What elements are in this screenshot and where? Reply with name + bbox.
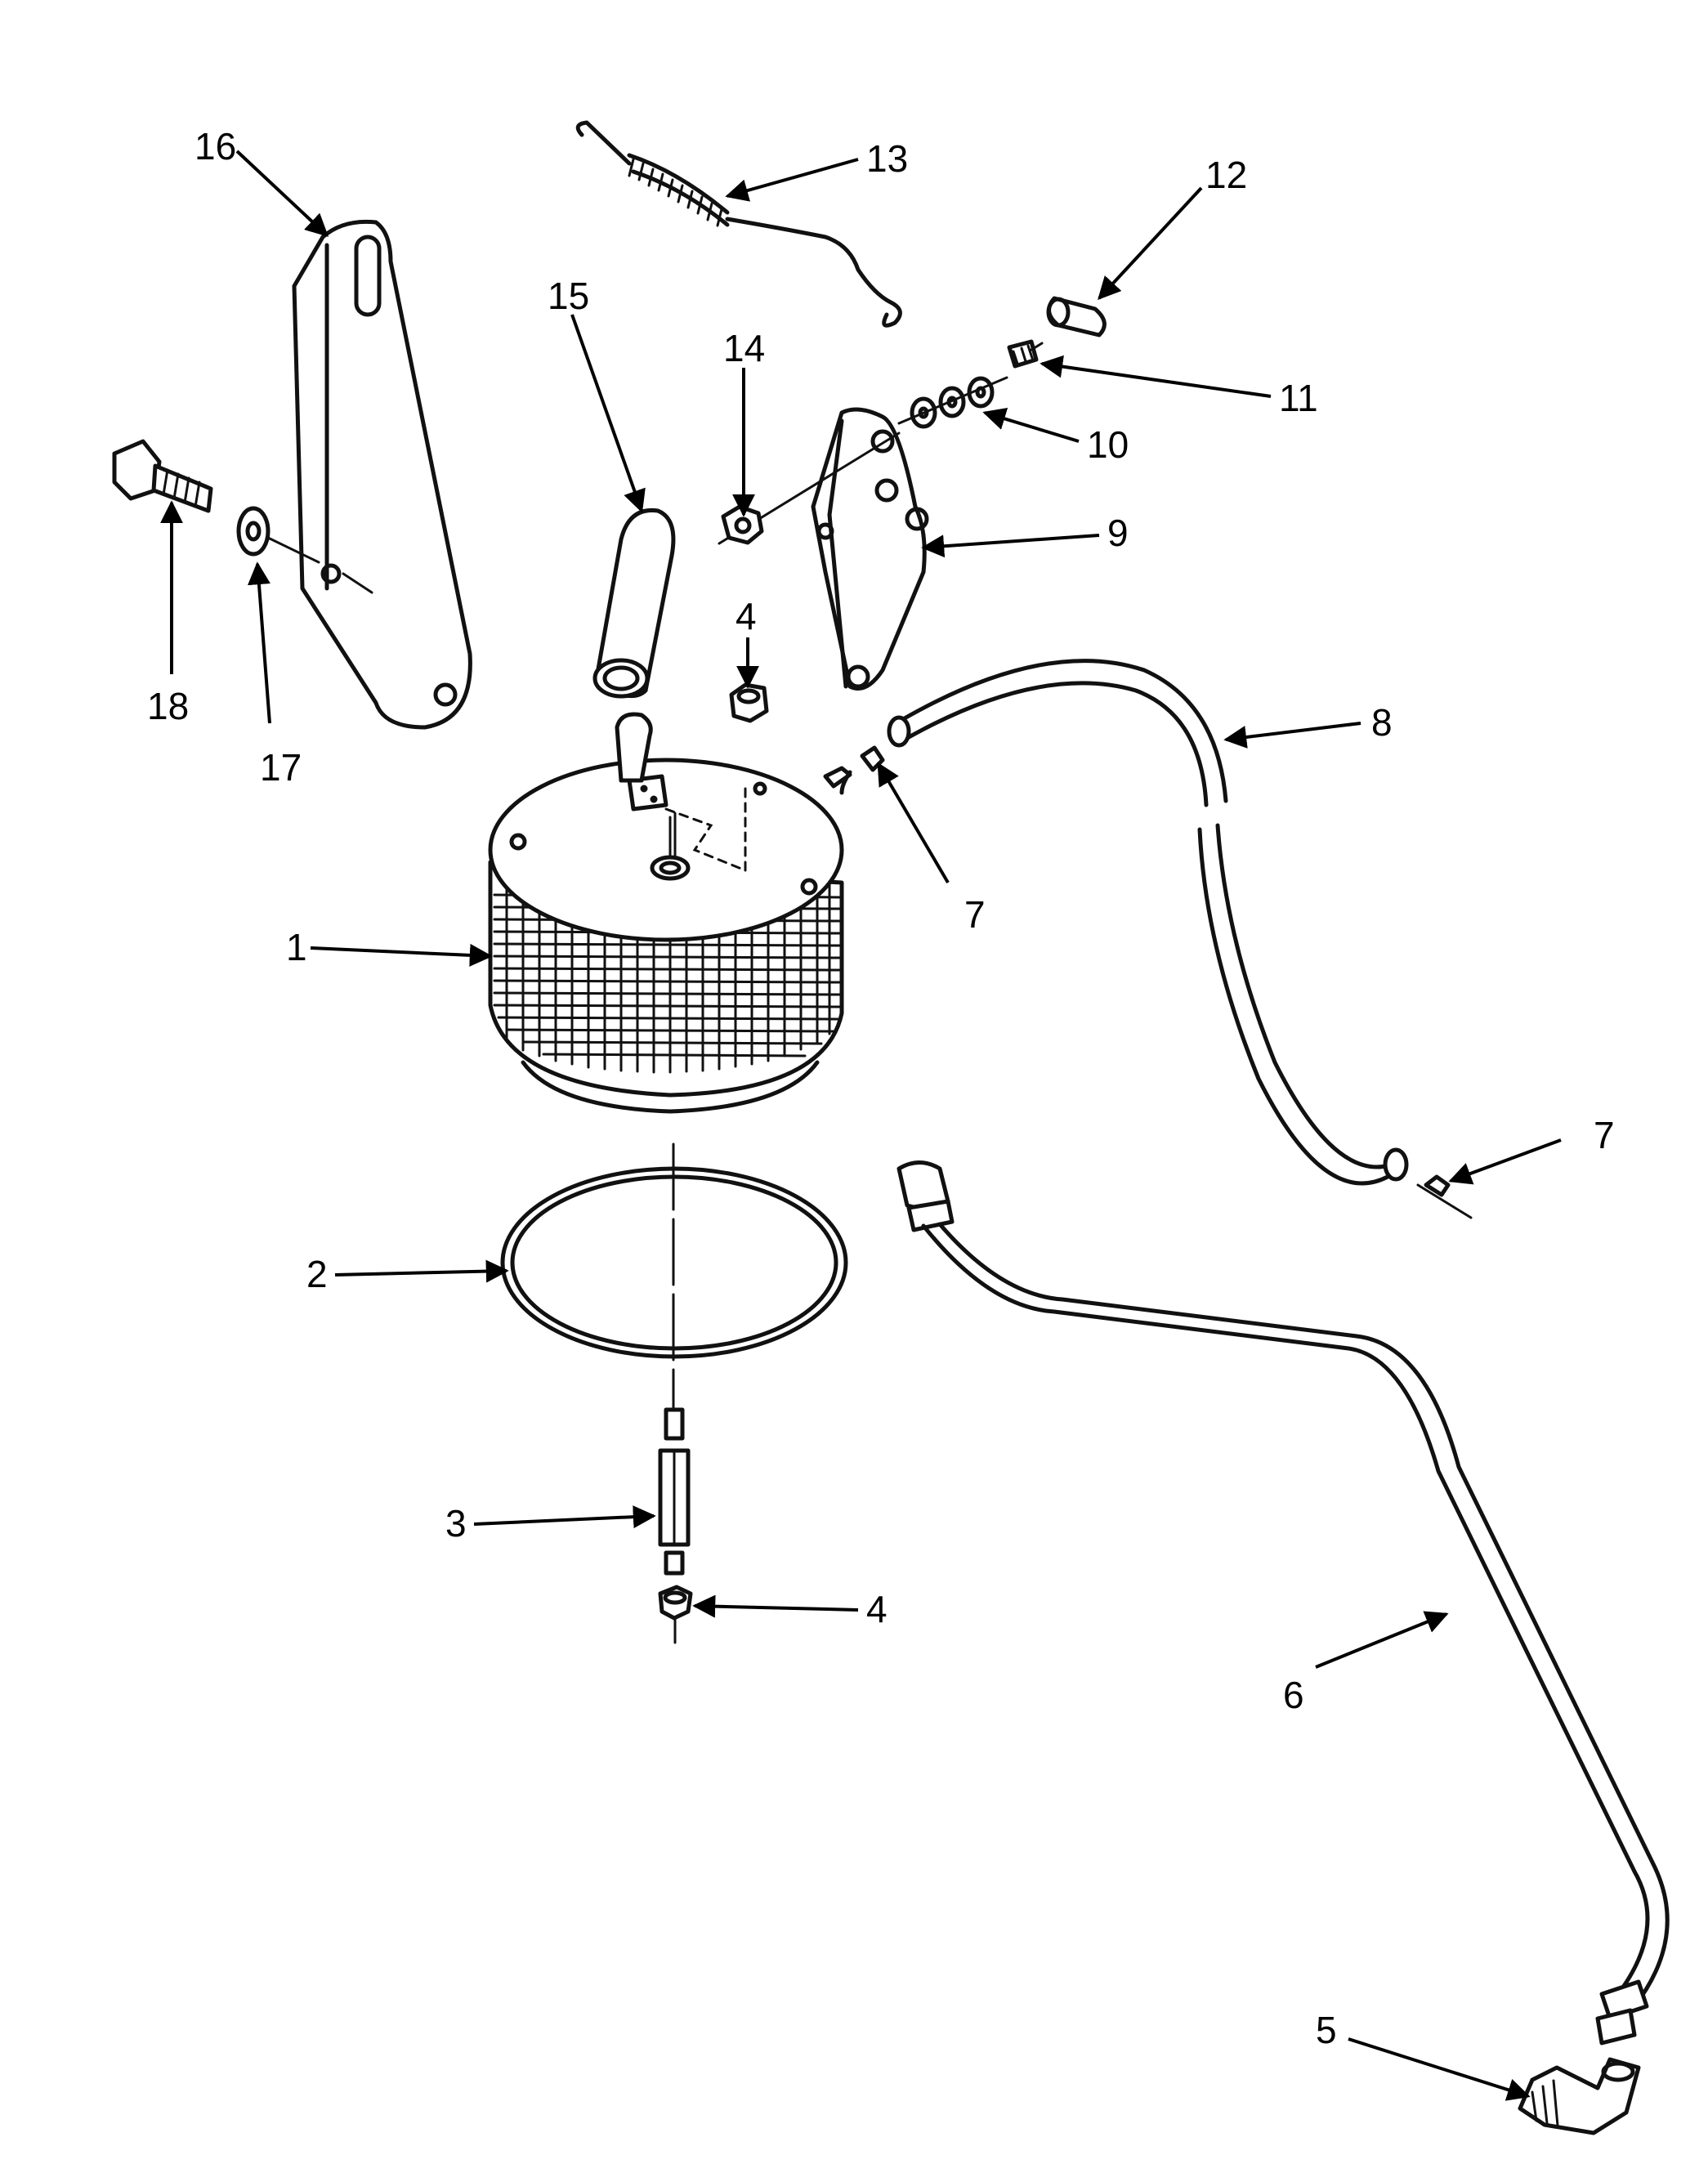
callout-16: 16 — [194, 125, 236, 168]
bolt-part — [112, 439, 213, 513]
callout-2: 2 — [306, 1253, 328, 1295]
bottom-nut-part — [658, 1585, 693, 1644]
filter-canister-part — [488, 712, 852, 1114]
callout-13: 13 — [866, 137, 908, 180]
oil-tube-part — [896, 1160, 1670, 2046]
callout-4-bottom: 4 — [866, 1588, 888, 1630]
callout-18: 18 — [147, 685, 189, 727]
washers-part — [897, 376, 1008, 429]
callout-4-top: 4 — [736, 595, 757, 637]
callout-7-upper: 7 — [964, 893, 986, 936]
callout-1: 1 — [286, 926, 307, 968]
callout-5: 5 — [1316, 2009, 1337, 2051]
drain-hose-part — [887, 659, 1409, 1186]
clevis-part — [1046, 296, 1107, 338]
leader-lines — [160, 150, 1562, 2101]
lower-clip-part — [1416, 1174, 1473, 1219]
washer-part — [236, 506, 320, 564]
callout-10: 10 — [1087, 423, 1129, 466]
top-nut-part — [729, 682, 769, 723]
hose-part — [592, 507, 676, 699]
callout-17: 17 — [260, 746, 302, 789]
bracket-part — [292, 219, 472, 730]
callout-15: 15 — [548, 275, 589, 317]
callout-labels: 16 13 12 11 10 9 15 14 4 18 17 8 7 7 1 2… — [147, 125, 1615, 2051]
screw-part — [1007, 339, 1044, 369]
callout-9: 9 — [1107, 512, 1129, 554]
callout-8: 8 — [1371, 701, 1393, 744]
stud-part — [658, 1407, 691, 1576]
callout-11: 11 — [1279, 377, 1318, 419]
lever-plate-part — [718, 407, 929, 691]
callout-3: 3 — [445, 1502, 467, 1545]
spring-part — [575, 120, 902, 328]
callout-6: 6 — [1283, 1674, 1304, 1716]
callout-12: 12 — [1205, 154, 1247, 196]
callout-14: 14 — [723, 327, 765, 369]
callout-7-lower: 7 — [1594, 1114, 1615, 1156]
elbow-fitting-part — [1518, 2057, 1641, 2135]
